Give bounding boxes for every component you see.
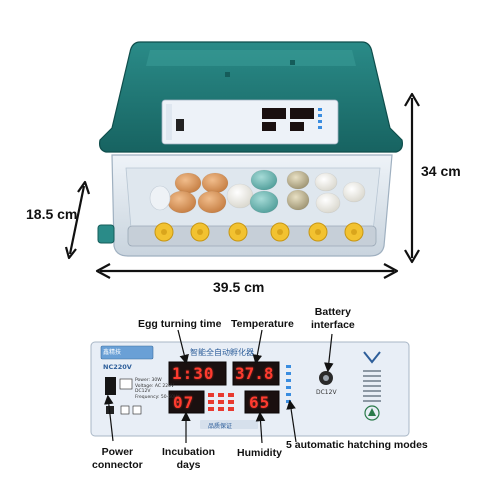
hatching-modes-label: 5 automatic hatching modes	[286, 439, 428, 451]
dimension-arrows	[64, 92, 420, 279]
depth-dimension-label: 18.5 cm	[26, 206, 78, 222]
incubation-days-line: days	[176, 459, 201, 471]
eggs	[149, 169, 366, 214]
humidity-label: Humidity	[237, 447, 282, 459]
brand-logo-icon	[363, 351, 381, 364]
annotation-leader-lines	[104, 329, 334, 444]
incubation-days-line: Incubation	[162, 446, 216, 458]
spec-line: DC12V	[135, 389, 151, 394]
spec-line: Frequency: 50-60Hz	[135, 394, 180, 400]
turning-rollers	[127, 222, 377, 247]
incubation-days-readout: 07	[173, 393, 195, 412]
battery-interface-label: Battery interface	[311, 306, 355, 332]
spec-line: Voltage: AC 220V	[135, 383, 175, 389]
panel-title: 智能全自动孵化器	[190, 348, 254, 357]
turning-time-display	[168, 361, 227, 386]
power-connector-line: Power	[101, 446, 134, 458]
battery-interface-line: interface	[311, 319, 355, 331]
power-switch	[105, 377, 116, 395]
vent-grille	[363, 370, 381, 402]
lid-control-panel	[161, 99, 339, 145]
temperature-label: Temperature	[231, 318, 294, 330]
power-connector-label: Power connector	[92, 446, 143, 472]
temperature-readout: 37.8	[235, 364, 274, 383]
egg-turning-time-label: Egg turning time	[138, 318, 222, 330]
spec-lines: Power: 30W Voltage: AC 220V DC12V Freque…	[135, 378, 180, 400]
spec-line: Power: 30W	[135, 378, 162, 383]
power-connector-line: connector	[92, 459, 143, 471]
height-dimension-label: 34 cm	[421, 163, 461, 179]
incubation-days-label: Incubation days	[162, 446, 215, 472]
brand-plate-text: 鑫精技	[103, 349, 122, 356]
water-valve	[97, 224, 115, 244]
dc-label: DC12V	[316, 389, 337, 396]
width-dimension-label: 39.5 cm	[213, 279, 265, 295]
battery-interface-line: Battery	[314, 306, 351, 318]
turning-time-readout: 1:30	[172, 364, 215, 383]
panel-footer: 品质保证	[208, 423, 233, 430]
humidity-readout: 65	[249, 393, 271, 412]
incubator	[97, 41, 403, 257]
model-label: NC220V	[103, 363, 132, 371]
